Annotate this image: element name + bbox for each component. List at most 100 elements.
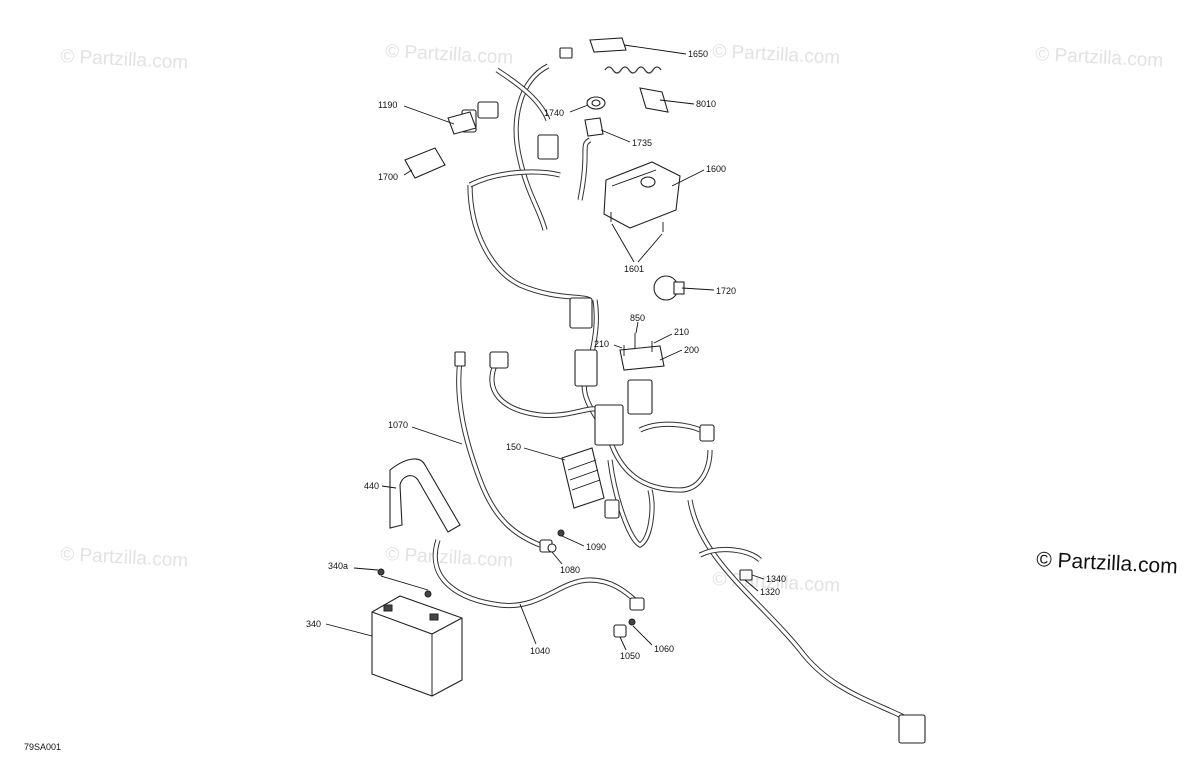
- leader: [659, 99, 695, 105]
- leader: [681, 287, 715, 291]
- part-1190: [447, 111, 477, 135]
- leader: [632, 625, 653, 646]
- callout-340a: 340a: [328, 561, 348, 571]
- leader: [744, 579, 759, 592]
- leader: [325, 623, 373, 637]
- partzilla-watermark: © Partzilla.com: [1036, 548, 1179, 578]
- callout-1040: 1040: [530, 646, 550, 656]
- callout-850: 850: [630, 313, 645, 323]
- part-1090: [557, 529, 565, 537]
- part-1740-inner: [591, 99, 601, 107]
- leader: [403, 169, 413, 176]
- connector-block: [489, 351, 509, 369]
- callout-1340: 1340: [766, 574, 786, 584]
- connector-block: [594, 404, 624, 446]
- connector-block: [604, 499, 620, 519]
- leader: [411, 426, 463, 445]
- callouts: 1650 8010 1740 1735 1190 1700 1600 1601 …: [306, 49, 786, 661]
- part-1650: [589, 37, 627, 53]
- watermark: © Partzilla.com: [1035, 44, 1164, 72]
- leader: [659, 349, 683, 361]
- callout-210: 210: [594, 339, 609, 349]
- leader-lines: [325, 44, 765, 651]
- part-1735: [584, 117, 604, 137]
- connector-block: [477, 101, 499, 119]
- part-200: [619, 345, 665, 371]
- watermark: © Partzilla.com: [60, 46, 189, 74]
- watermark: © Partzilla.com: [385, 41, 514, 69]
- leader: [600, 129, 631, 143]
- part-150: [561, 447, 605, 509]
- connector-block: [898, 714, 926, 744]
- connectors: [454, 47, 926, 744]
- drawing-code: 79SA001: [24, 742, 61, 752]
- callout-340: 340: [306, 619, 321, 629]
- callout-200: 200: [684, 345, 699, 355]
- leader: [551, 551, 563, 565]
- callout-8010: 8010: [696, 99, 716, 109]
- leader: [353, 567, 379, 571]
- connector-block: [537, 134, 559, 160]
- watermark: © Partzilla.com: [712, 41, 841, 69]
- part-340a: [424, 590, 432, 598]
- callout-210: 210: [674, 327, 689, 337]
- watermark: © Partzilla.com: [385, 544, 514, 572]
- leader: [613, 344, 623, 349]
- part-1600: [603, 161, 681, 229]
- part-1080: [547, 543, 557, 553]
- cables: [432, 359, 642, 609]
- part-440: [389, 458, 461, 533]
- leader: [523, 447, 566, 461]
- terminal: [383, 604, 393, 612]
- leader: [635, 321, 639, 334]
- callout-1720: 1720: [716, 286, 736, 296]
- connector-block: [739, 569, 753, 581]
- terminal: [429, 613, 439, 621]
- part-8010: [639, 87, 669, 113]
- callout-1080: 1080: [560, 565, 580, 575]
- callout-1650: 1650: [688, 49, 708, 59]
- watermark: © Partzilla.com: [60, 544, 189, 572]
- part-150-fins: [567, 459, 601, 491]
- callout-1070: 1070: [388, 420, 408, 430]
- callout-1060: 1060: [654, 644, 674, 654]
- leader: [653, 333, 673, 344]
- connector-block: [454, 351, 466, 367]
- connector-block: [569, 297, 593, 329]
- part-1700: [404, 147, 446, 179]
- part-8010-coil: [604, 66, 662, 74]
- connector-block: [699, 424, 715, 442]
- leader: [519, 603, 537, 645]
- leader: [381, 485, 397, 489]
- callout-1190: 1190: [378, 100, 397, 110]
- part-1050: [613, 624, 627, 638]
- part-1600-detail: [611, 169, 657, 187]
- callout-1700: 1700: [378, 172, 398, 182]
- part-1600-knob: [640, 176, 656, 188]
- connector-block: [559, 47, 573, 59]
- connector-block: [574, 349, 598, 387]
- callout-1601: 1601: [624, 264, 644, 274]
- connector-block: [627, 379, 653, 415]
- callout-150: 150: [506, 442, 521, 452]
- leader: [671, 169, 705, 187]
- leader: [380, 575, 429, 591]
- wiring-harness: [467, 63, 912, 723]
- callout-1320: 1320: [760, 587, 780, 597]
- callout-1740: 1740: [544, 108, 564, 118]
- leader: [623, 44, 687, 55]
- leader: [403, 105, 455, 125]
- leader: [751, 574, 765, 580]
- part-1060: [628, 618, 636, 626]
- callout-1090: 1090: [586, 542, 606, 552]
- callout-440: 440: [364, 481, 379, 491]
- leader: [611, 223, 635, 263]
- callout-1735: 1735: [632, 138, 652, 148]
- components: [371, 37, 685, 697]
- leader: [619, 636, 627, 651]
- part-340a: [377, 568, 385, 576]
- connector-block: [629, 597, 645, 611]
- callout-1050: 1050: [620, 651, 640, 661]
- callout-1600: 1600: [706, 164, 726, 174]
